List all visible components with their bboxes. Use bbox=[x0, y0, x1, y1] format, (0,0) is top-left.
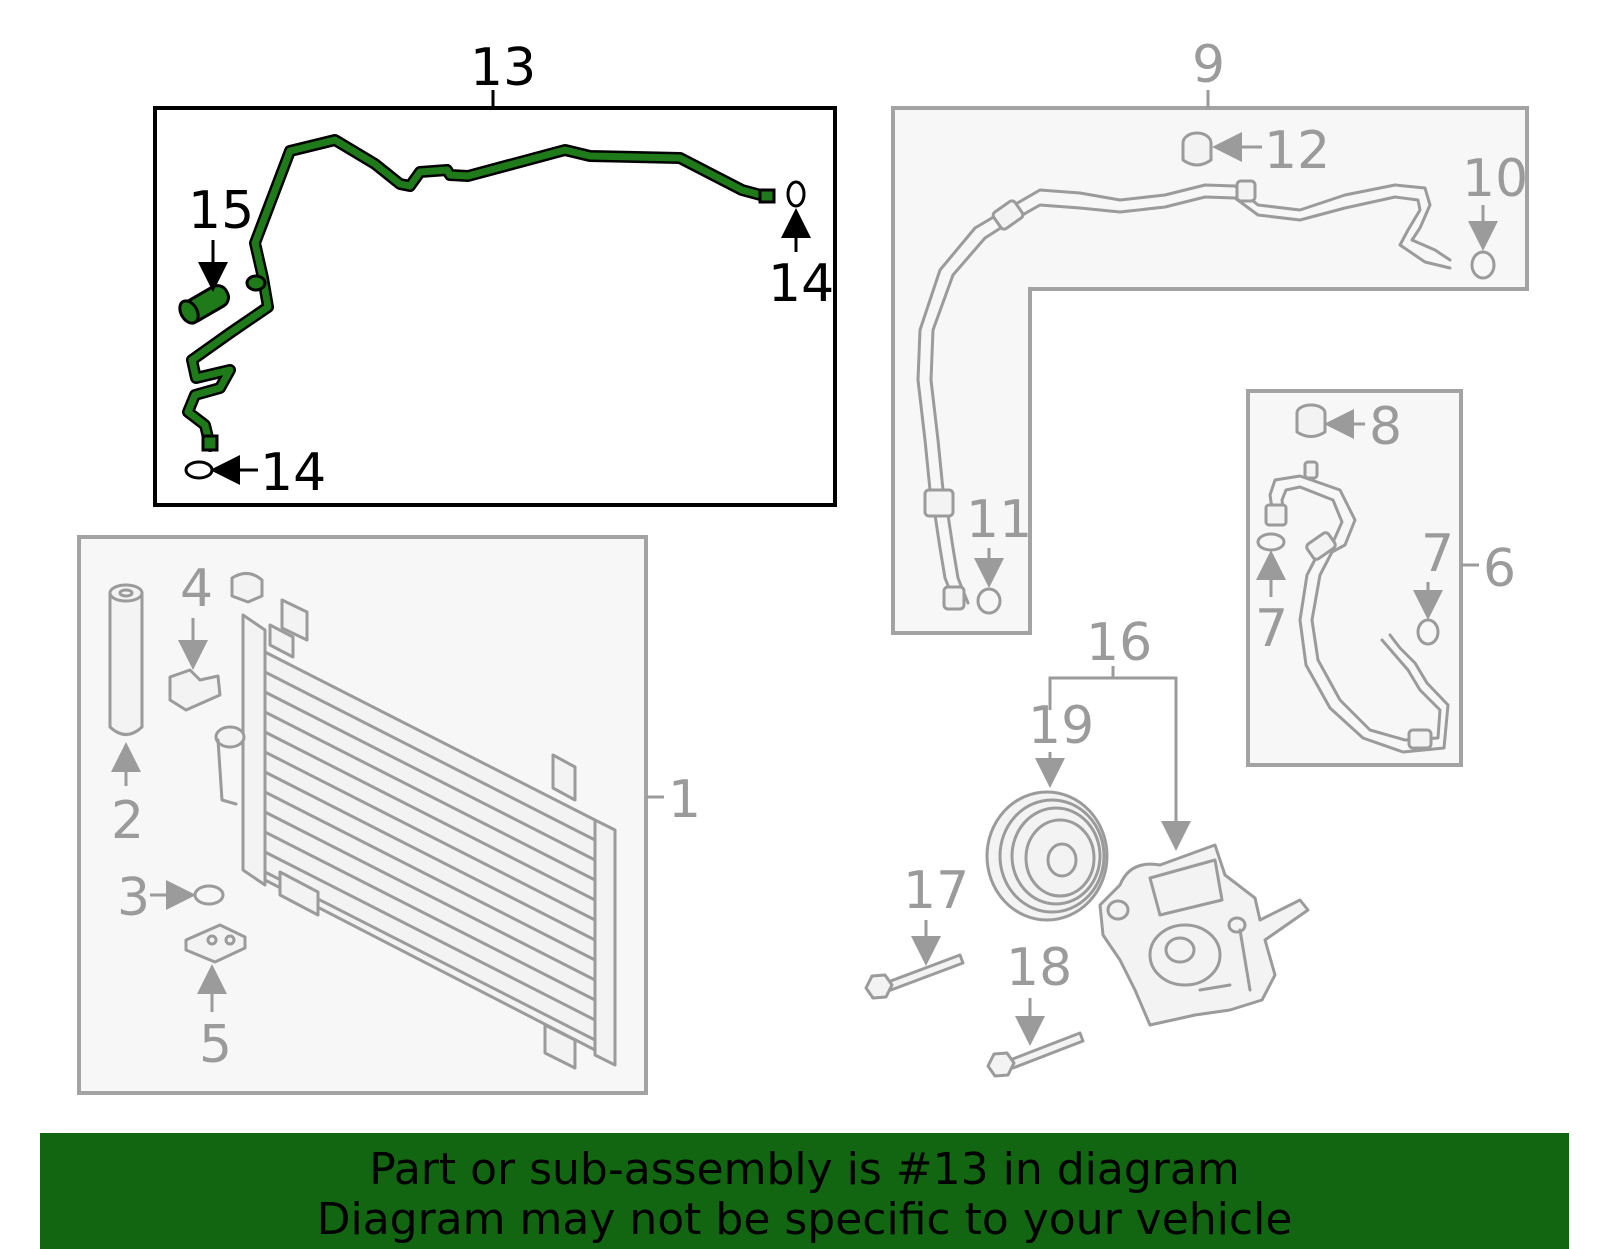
callout-14-bottom[interactable]: 14 bbox=[260, 443, 326, 503]
cap-8[interactable] bbox=[1295, 403, 1327, 438]
pulley-19[interactable] bbox=[985, 790, 1109, 922]
valve-15[interactable] bbox=[176, 282, 232, 326]
banner-line-2: Diagram may not be specific to your vehi… bbox=[316, 1194, 1293, 1245]
cap-12[interactable] bbox=[1181, 131, 1213, 167]
callout-11[interactable]: 11 bbox=[966, 490, 1032, 550]
callout-3[interactable]: 3 bbox=[117, 868, 150, 928]
bracket-5[interactable] bbox=[184, 923, 247, 964]
ac-hose-6[interactable] bbox=[1264, 460, 1450, 754]
callout-1[interactable]: 1 bbox=[668, 770, 701, 830]
banner-line-1: Part or sub-assembly is #13 in diagram bbox=[369, 1144, 1240, 1195]
ac-hose-9[interactable] bbox=[916, 179, 1452, 611]
callout-19[interactable]: 19 bbox=[1028, 696, 1094, 756]
ac-line-13[interactable] bbox=[182, 134, 776, 452]
bolt-18[interactable] bbox=[986, 1031, 1085, 1078]
bolt-17[interactable] bbox=[864, 953, 965, 1000]
bracket-4[interactable] bbox=[168, 668, 222, 712]
callout-16[interactable]: 16 bbox=[1086, 613, 1152, 673]
callout-4[interactable]: 4 bbox=[180, 559, 213, 619]
compressor[interactable] bbox=[1098, 843, 1310, 1027]
callout-2[interactable]: 2 bbox=[111, 791, 144, 851]
callout-7-right[interactable]: 7 bbox=[1421, 524, 1454, 584]
group-6[interactable]: 6 8 7 7 bbox=[1246, 389, 1516, 767]
callout-18[interactable]: 18 bbox=[1006, 938, 1072, 998]
group-9-box bbox=[891, 106, 1529, 635]
group-1[interactable]: 1 2 4 3 bbox=[77, 535, 701, 1095]
receiver-drier-2[interactable] bbox=[108, 583, 144, 736]
info-banner: Part or sub-assembly is #13 in diagram D… bbox=[40, 1133, 1569, 1249]
callout-15[interactable]: 15 bbox=[188, 181, 254, 241]
callout-17[interactable]: 17 bbox=[903, 861, 969, 921]
callout-10[interactable]: 10 bbox=[1462, 149, 1528, 209]
group-9[interactable]: 9 12 10 11 bbox=[891, 35, 1529, 635]
condenser[interactable] bbox=[214, 572, 617, 1070]
callout-7-left[interactable]: 7 bbox=[1255, 599, 1288, 659]
o-ring-10[interactable] bbox=[1470, 250, 1496, 280]
o-ring-11[interactable] bbox=[976, 587, 1002, 615]
callout-13[interactable]: 13 bbox=[470, 38, 536, 98]
group-16[interactable]: 16 19 17 18 bbox=[864, 613, 1310, 1078]
o-ring-7-right[interactable] bbox=[1416, 618, 1440, 646]
callout-8[interactable]: 8 bbox=[1369, 397, 1402, 457]
callout-6[interactable]: 6 bbox=[1483, 539, 1516, 599]
callout-12[interactable]: 12 bbox=[1264, 121, 1330, 181]
callout-5[interactable]: 5 bbox=[199, 1015, 232, 1075]
o-ring-14-top[interactable] bbox=[786, 180, 806, 208]
callout-9[interactable]: 9 bbox=[1192, 35, 1225, 95]
group-13[interactable]: 13 15 14 14 bbox=[153, 38, 837, 507]
callout-14-top[interactable]: 14 bbox=[768, 254, 834, 314]
